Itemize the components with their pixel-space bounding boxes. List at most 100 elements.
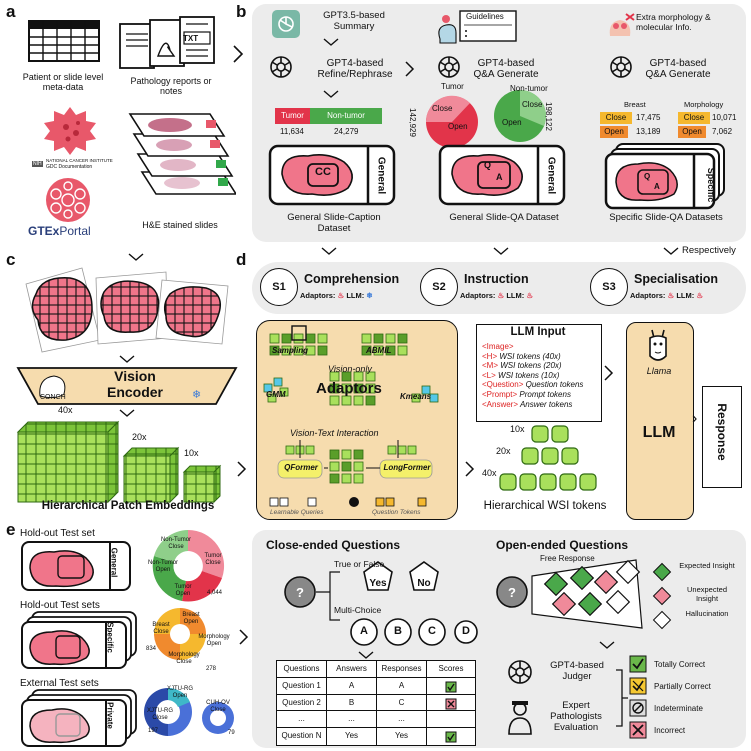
open-question-graphic [496, 559, 643, 629]
arrow-right-icon-d2 [604, 365, 614, 381]
table-score-cell [427, 695, 475, 712]
wsi-20x-label: 20x [496, 446, 511, 456]
pie-tumor-open: Open [448, 122, 468, 131]
arrow-to-response: › [692, 410, 698, 427]
mag-10x-label: 10x [184, 448, 199, 458]
vti-label: Vision-Text Interaction [290, 428, 379, 438]
private-test-tab: Private [105, 702, 115, 729]
specific-tab: Specific [706, 167, 716, 203]
token-row: <Question> Question tokens [482, 380, 584, 390]
score-label: Partially Correct [654, 682, 711, 691]
free-response-label: Free Response [540, 554, 595, 563]
pathologist-icon [508, 701, 532, 735]
fire-icon: ♨ [497, 291, 505, 300]
caption-dataset-label: General Slide-Caption Dataset [287, 212, 381, 234]
gtex-label: GTExPortal [28, 224, 91, 238]
question-tokens-label: Question Tokens [372, 509, 421, 516]
legend-label: Expected Insight [679, 561, 735, 570]
vision-only-label: Vision-only [328, 364, 372, 374]
donut-general [152, 529, 225, 602]
d2-c1: 834 [146, 646, 157, 652]
open-title: Open-ended Questions [496, 538, 629, 552]
panel-letter-c: c [6, 250, 16, 269]
judger-label: GPT4-based Judger [550, 660, 604, 682]
fire-icon: ♨ [667, 291, 675, 300]
score-label: Indeterminate [654, 704, 703, 713]
openai-logo-icon-4 [610, 56, 632, 78]
a-letter-2: A [654, 182, 660, 191]
response-box [702, 386, 742, 488]
kmeans-label: Kmeans [400, 392, 432, 401]
cc-label: CC [315, 166, 331, 178]
mag-20x-label: 20x [132, 432, 147, 442]
table-header: Responses [377, 661, 427, 678]
donut-specific [154, 608, 206, 660]
llm-input-box [476, 324, 602, 422]
qa-dataset-label: General Slide-QA Dataset [449, 212, 559, 223]
chevron-down-icon-e1 [358, 651, 374, 659]
stage-name: Instruction [464, 272, 529, 286]
choice-d: D [462, 625, 470, 637]
snowflake-icon: ❄ [192, 389, 202, 401]
chevron-down-icon-c2 [119, 409, 135, 417]
token-list: <Image><H> WSI tokens (40x)<M> WSI token… [482, 342, 600, 409]
table-cell: ... [377, 711, 427, 729]
score-legend-icons [629, 655, 647, 739]
token-row: <L> WSI tokens (10x) [482, 370, 560, 380]
patch-embedding-cubes [16, 420, 222, 504]
stage-adaptors: Adaptors: ♨ LLM: ❄ [300, 291, 373, 300]
table-score-cell [427, 711, 475, 729]
table-cell: A [327, 677, 377, 695]
openai-logo-icon-3 [438, 56, 460, 78]
he-label: H&E stained slides [142, 220, 218, 230]
arrow-right-icon [233, 45, 244, 63]
specific-test-tab: Specific [105, 622, 115, 653]
nih-badge: NIH [32, 161, 43, 167]
chevron-down-icon-c1 [119, 355, 135, 363]
pie-nontumor-count: 198,122 [543, 102, 553, 131]
table-header: Answers [327, 661, 377, 678]
chevron-down-icon [323, 38, 339, 46]
llm-input-title: LLM Input [510, 326, 566, 338]
bracket-icon [616, 669, 628, 727]
d1-ntc: Non-Tumor Close [160, 537, 192, 550]
guidelines-label: Guidelines [466, 12, 504, 21]
a-letter: A [496, 172, 503, 182]
d3-xrg: XJTU-RG Open [167, 686, 193, 699]
table-cell: Yes [377, 728, 427, 745]
sampling-label: Sampling [272, 346, 309, 355]
pie-tumor-title: Tumor [441, 82, 464, 91]
arrow-right-icon-e [239, 629, 249, 645]
d2-bc: Breast Close [152, 622, 170, 635]
chevron-down-icon-b2 [493, 247, 509, 255]
response-label: Response [715, 403, 729, 461]
abmil-label: ABMIL [366, 346, 392, 355]
table-cell: Yes [327, 728, 377, 745]
d1-to: Tumor Open [174, 584, 192, 597]
d1-tc: Tumor Close [204, 553, 222, 566]
guidelines-icon [438, 10, 517, 44]
nci-cell-icon [44, 107, 96, 155]
openai-logo-icon-5 [508, 660, 532, 684]
fire-icon: ♨ [526, 291, 534, 300]
tf-label: True or False [334, 559, 385, 569]
table-cell: C [377, 694, 427, 712]
nontumor-bar: Non-tumor [310, 108, 382, 124]
vision-encoder-block [16, 367, 238, 405]
panel-letter-e: e [6, 520, 16, 539]
token-row: <Prompt> Prompt tokens [482, 389, 571, 399]
llama-icon [649, 329, 667, 361]
wsi-token-pyramid [499, 425, 597, 491]
table-score-cell [427, 728, 475, 745]
caption-dataset-card [268, 144, 396, 206]
stage-name: Specialisation [634, 272, 719, 286]
morph-close-val: 10,071 [712, 113, 737, 122]
stage-badge: S2 [420, 268, 458, 306]
nci-line2: GDC Documentation [46, 164, 93, 170]
table-cell: B [327, 694, 377, 712]
choice-a: A [360, 625, 368, 637]
q-letter-2: Q [644, 172, 651, 181]
legend-label: Hallucination [685, 609, 729, 618]
open-qmark: ? [508, 585, 516, 600]
closed-title: Close-ended Questions [266, 538, 401, 552]
